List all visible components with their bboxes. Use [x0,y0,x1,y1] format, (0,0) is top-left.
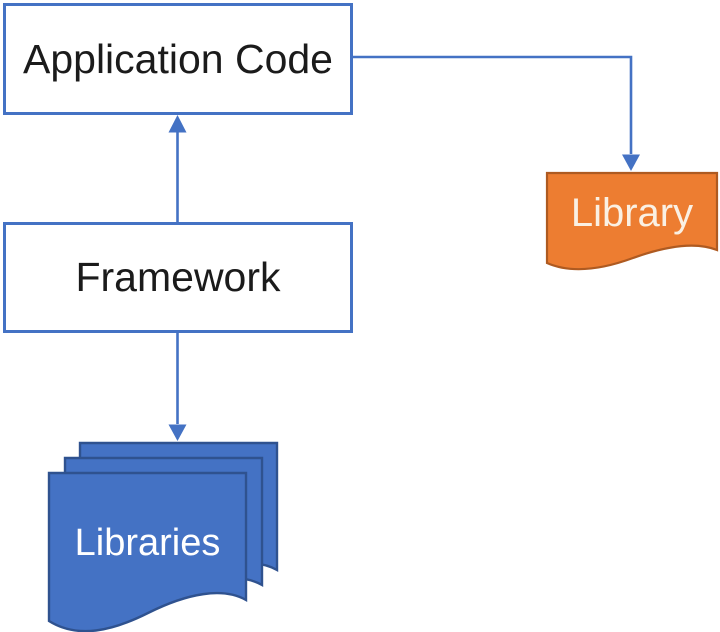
edge-framework-to-application-code [168,115,187,222]
arrowhead-up-icon [168,115,187,133]
arrowhead-down-icon [622,154,640,171]
node-framework-label: Framework [75,254,281,300]
arrowhead-down-icon [168,424,187,441]
node-library-shape [545,171,719,271]
edge-framework-to-libraries [168,333,187,441]
node-application-code: Application Code [3,3,353,115]
node-application-code-label: Application Code [23,35,333,82]
document-icon [545,171,719,271]
edge-line [353,55,633,154]
document-front-icon [47,471,248,632]
edge-application-code-to-library [353,55,640,171]
node-framework: Framework [3,222,353,333]
node-libraries-shape [47,441,279,632]
